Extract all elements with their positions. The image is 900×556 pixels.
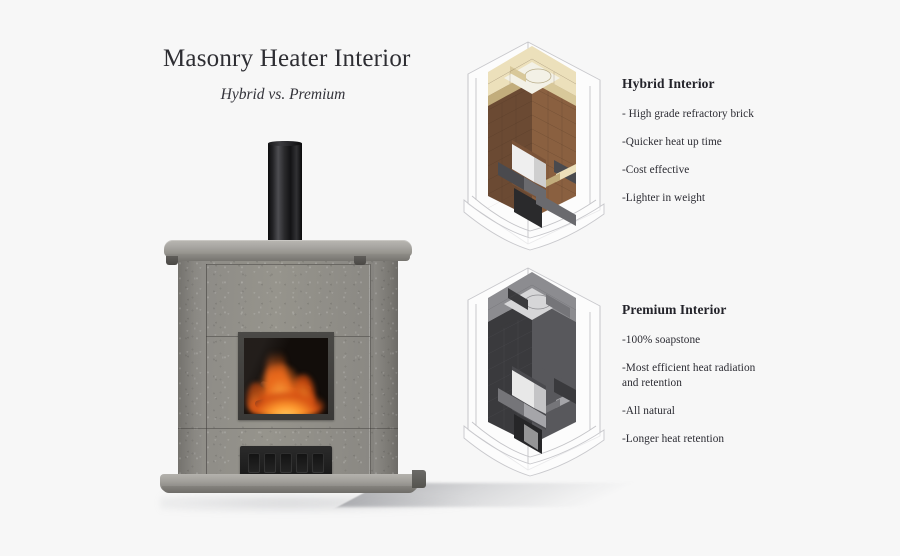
top-slab-corner-right (354, 256, 366, 265)
firebrick-ledge-2 (546, 173, 560, 187)
panel-seam-lower (206, 428, 370, 429)
heater-left-column (178, 260, 202, 488)
panel-seam-top (206, 264, 370, 265)
flue-pipe (268, 143, 302, 246)
heater-top-slab-edge (166, 254, 410, 261)
soapstone-texture-left (178, 260, 202, 488)
heater-base-corner-right (412, 470, 426, 488)
heater-right-column (374, 260, 398, 488)
hybrid-interior-cutaway-diagram (450, 32, 615, 260)
door-slot (312, 453, 324, 473)
flue-pipe-top-rim (268, 141, 302, 146)
premium-bullet-1: -100% soapstone (622, 334, 701, 346)
premium-bullet-4: -Longer heat retention (622, 432, 725, 445)
door-slot (264, 453, 276, 473)
soapstone-texture-right (374, 260, 398, 488)
firebox-cutaway (498, 366, 546, 454)
premium-bullet-3: -All natural (622, 404, 675, 417)
soapstone-recess (554, 378, 576, 404)
firebox-cutaway (498, 140, 546, 228)
door-slot (280, 453, 292, 473)
hybrid-bullet-4: -Lighter in weight (622, 191, 706, 204)
masonry-heater-render (120, 140, 633, 530)
ember-bed (248, 392, 324, 414)
glass-reflection (244, 338, 328, 414)
hybrid-heading: Hybrid Interior (622, 76, 715, 91)
firebox-glass (244, 338, 328, 414)
panel-seam-lower-right (370, 428, 398, 429)
premium-interior-cutaway-diagram (450, 258, 615, 486)
hybrid-bullet-3: -Cost effective (622, 163, 690, 176)
door-slot (248, 453, 260, 473)
top-slab-corner-left (166, 256, 178, 265)
soapstone-ledge-2 (546, 399, 560, 413)
premium-bullet-2: -Most efficient heat radiation and reten… (622, 361, 756, 389)
panel-seam-lower-left (178, 428, 206, 429)
premium-info-block: Premium Interior -100% soapstone -Most e… (622, 302, 900, 460)
hybrid-info-block: Hybrid Interior - High grade refractory … (622, 76, 900, 219)
firebrick-cap (487, 46, 577, 106)
soapstone-slab-cap (487, 272, 577, 334)
panel-seam-vert-right (370, 264, 371, 484)
page-title: Masonry Heater Interior (163, 45, 411, 72)
premium-heading: Premium Interior (622, 302, 727, 317)
firebrick-ledge (556, 164, 576, 182)
hybrid-bullet-1: - High grade refractory brick (622, 108, 754, 120)
heater-base-plinth-edge (162, 486, 416, 493)
door-slot (296, 453, 308, 473)
hybrid-bullet-2: -Quicker heat up time (622, 135, 722, 148)
page-subtitle: Hybrid vs. Premium (220, 86, 346, 103)
heater-top-slab (164, 240, 412, 257)
panel-seam-vert-left (206, 264, 207, 484)
